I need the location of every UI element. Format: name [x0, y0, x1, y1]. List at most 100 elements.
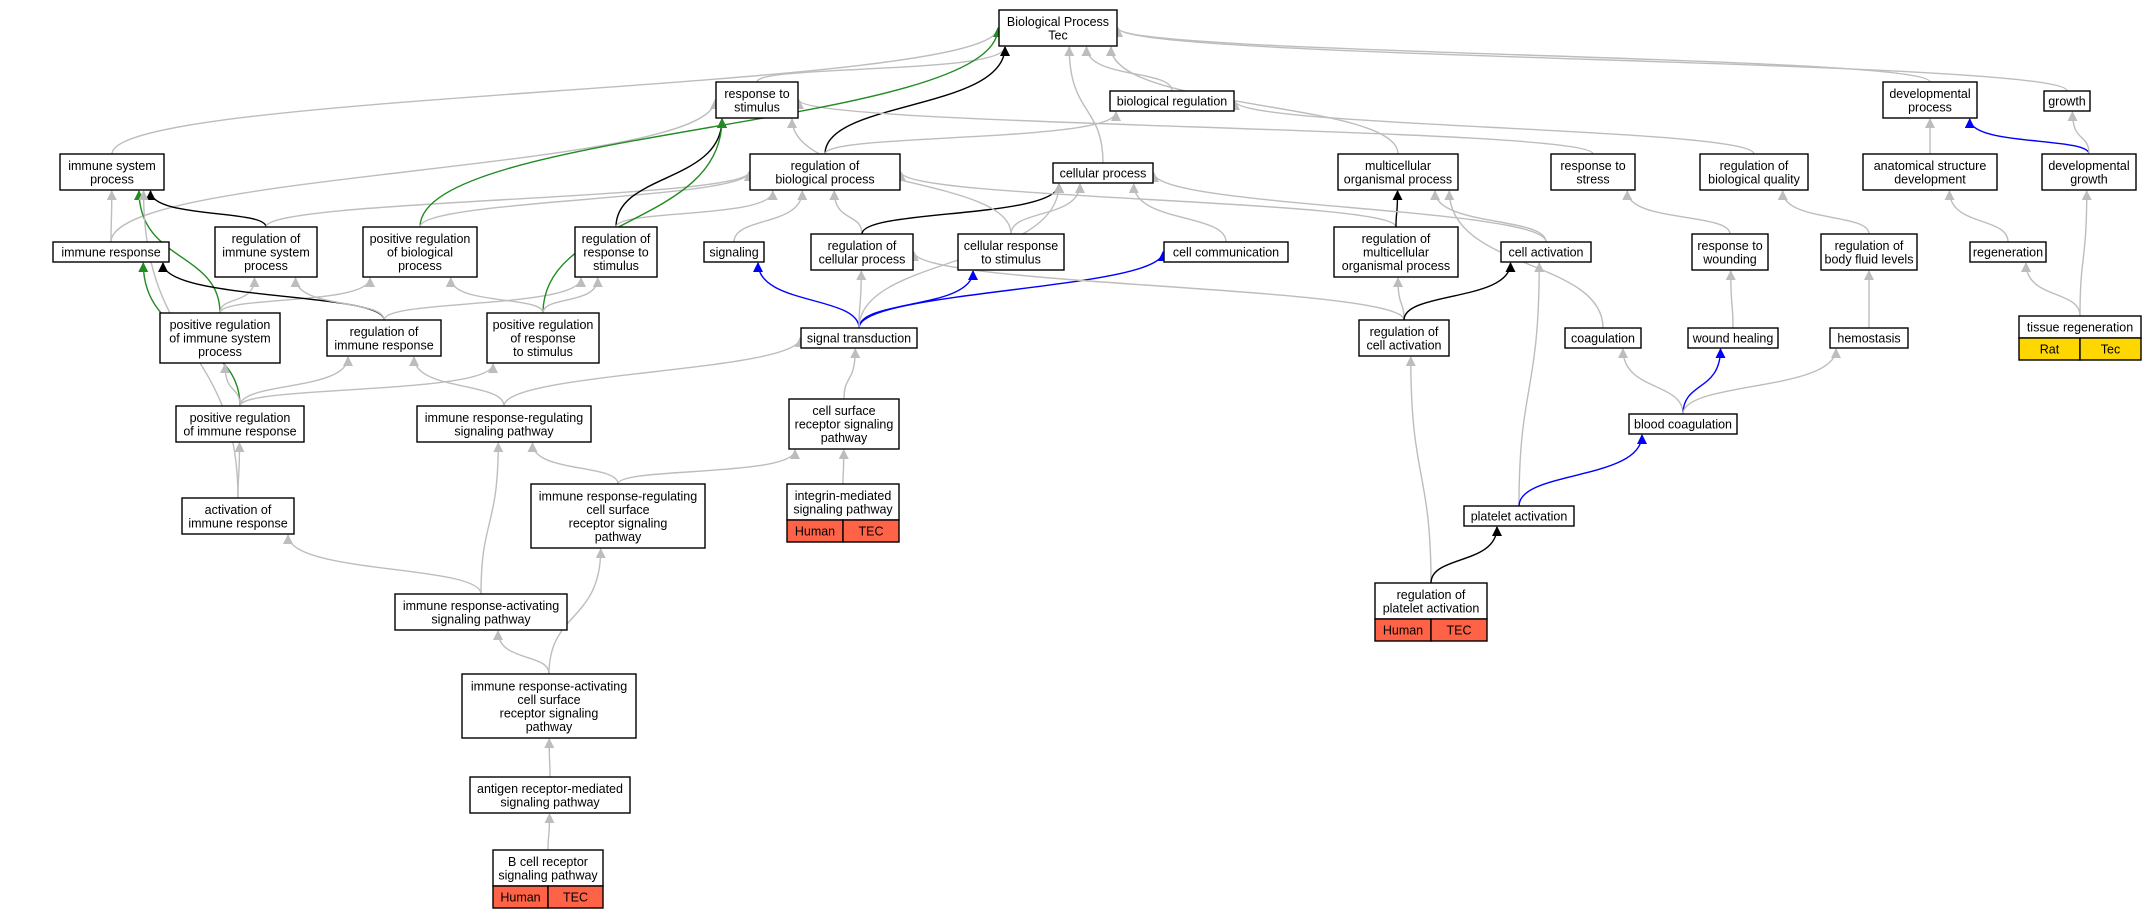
node-label: positive regulation — [190, 411, 291, 425]
node-label: growth — [2070, 172, 2108, 186]
edge-dev_proc-to-bp — [1113, 27, 1931, 83]
node-label: hemostasis — [1837, 332, 1900, 346]
node-box — [469, 776, 631, 814]
node-label: immune response-activating — [471, 679, 627, 693]
node-label: Tec — [1048, 28, 1067, 42]
node-hemo[interactable]: hemostasis — [1829, 327, 1909, 349]
node-label: stimulus — [734, 100, 780, 114]
node-label: immune response-regulating — [425, 411, 583, 425]
node-label: immune response — [188, 516, 287, 530]
node-label: regulation of — [791, 159, 860, 173]
node-cell_proc[interactable]: cellular process — [1052, 162, 1154, 184]
edge-pos_reg_resp_stim-to-resp_stim — [542, 118, 727, 314]
node-box — [159, 312, 281, 364]
node-plt_act[interactable]: platelet activation — [1463, 505, 1575, 527]
node-label: immune response — [334, 338, 433, 352]
edge-wound_heal-to-resp_wound — [1725, 270, 1736, 329]
node-box — [1163, 241, 1289, 263]
node-box — [810, 233, 914, 271]
edge-blood_coag-to-hemo — [1682, 348, 1841, 415]
edge-irr_sig-to-sig_trans — [503, 337, 805, 407]
node-regen[interactable]: regeneration — [1969, 241, 2047, 263]
edge-reg_bio-to-bio_reg — [824, 111, 1121, 155]
node-box — [1564, 327, 1642, 349]
edge-bcell-to-antigen — [544, 813, 555, 851]
node-label: receptor signaling — [795, 418, 894, 432]
node-label: integrin-mediated — [795, 489, 892, 503]
node-box — [2041, 153, 2137, 191]
node-growth[interactable]: growth — [2043, 90, 2091, 112]
node-coag[interactable]: coagulation — [1564, 327, 1642, 349]
edge-reg_cell_act-to-cell_act — [1403, 262, 1516, 321]
node-label: cell surface — [517, 693, 580, 707]
node-box — [800, 327, 918, 349]
node-wound_heal[interactable]: wound healing — [1687, 327, 1779, 349]
node-cell_act[interactable]: cell activation — [1500, 241, 1592, 263]
node-box — [1052, 162, 1154, 184]
node-label: of response — [510, 332, 575, 346]
node-label: blood coagulation — [1634, 418, 1732, 432]
node-box — [1109, 90, 1235, 112]
node-label: immune system — [68, 159, 156, 173]
edge-dev_growth-to-dev_proc — [1964, 118, 2090, 155]
edge-irr_csr-to-csr_sig — [617, 449, 800, 485]
node-box — [1882, 81, 1978, 119]
node-label: regulation of — [1835, 239, 1904, 253]
node-label: coagulation — [1571, 332, 1635, 346]
node-bio_reg[interactable]: biological regulation — [1109, 90, 1235, 112]
node-label: cellular process — [819, 252, 906, 266]
node-imm_resp[interactable]: immune response — [52, 241, 170, 263]
node-sig_trans[interactable]: signal transduction — [800, 327, 918, 349]
node-box — [52, 241, 170, 263]
edge-reg_multi-to-multi — [1392, 190, 1403, 228]
node-cell_comm[interactable]: cell communication — [1163, 241, 1289, 263]
node-box — [1820, 233, 1918, 271]
edge-reg_bio-to-bp — [824, 46, 1010, 155]
node-label: wound healing — [1692, 332, 1774, 346]
edge-pos_reg_imm_sys-to-reg_imm_sys — [219, 277, 260, 314]
annotation-cell-label: TEC — [859, 525, 884, 539]
node-label: cellular process — [1060, 167, 1147, 181]
edge-ira_csr-to-ira_sig — [493, 630, 550, 675]
node-label: regulation of — [582, 232, 651, 246]
node-blood_coag[interactable]: blood coagulation — [1628, 413, 1738, 435]
node-signaling[interactable]: signaling — [703, 241, 765, 263]
edge-reg_imm_resp-to-reg_resp_stim — [383, 277, 586, 321]
node-label: growth — [2048, 95, 2086, 109]
node-label: multicellular — [1365, 159, 1431, 173]
